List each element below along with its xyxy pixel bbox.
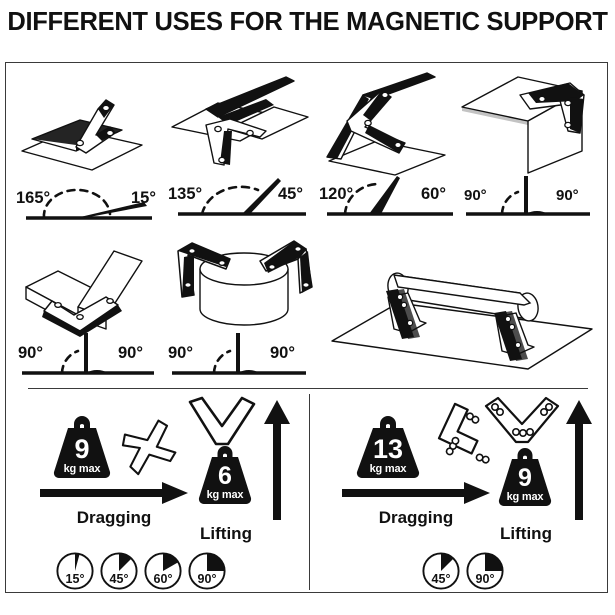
pie-90: [188, 552, 226, 590]
angle-caption-135-45: 135° 45°: [166, 172, 318, 224]
illustration-two-plates-hinged-bracket: [171, 76, 309, 166]
panel-135-45: 135° 45°: [166, 69, 318, 233]
v-bracket-holes-dragging-right: [437, 402, 490, 464]
lifting-arrow-icon: [264, 400, 290, 520]
angle-glyph-90-90: [172, 333, 306, 375]
angle-left-label: 165°: [16, 189, 51, 207]
angle-glyph-90-90: [466, 176, 590, 216]
weight-shape: [356, 416, 420, 479]
weight-icon-dragging-left: 9 kg max: [46, 414, 118, 480]
pie-label: 90°: [197, 572, 217, 586]
angle-glyph-90-90: [22, 333, 154, 375]
angle-right-label: 90°: [556, 187, 579, 204]
pie-label: 45°: [109, 572, 129, 586]
angle-pie-group-left: 15° 45° 60°: [56, 552, 226, 595]
weight-value: 9: [74, 434, 90, 464]
panel-90-90-bars: 90° 90°: [14, 235, 164, 385]
angle-left-label: 90°: [464, 187, 487, 204]
pie-15: [56, 552, 94, 590]
angle-left-label: 90°: [168, 344, 193, 362]
angle-pie-3: 90°: [188, 552, 226, 590]
angle-left-label: 135°: [168, 185, 203, 203]
lifting-arrow-icon: [566, 400, 592, 520]
pie-label: 60°: [153, 572, 173, 586]
page-title: DIFFERENT USES FOR THE MAGNETIC SUPPORT: [7, 8, 608, 36]
dragging-label: Dragging: [378, 508, 454, 527]
angle-right-label: 90°: [270, 344, 295, 362]
angle-right-label: 15°: [131, 189, 156, 207]
dragging-arrow-icon: [342, 482, 490, 504]
weight-unit: kg max: [369, 463, 407, 475]
dragging-label: Dragging: [76, 508, 152, 527]
weight-value: 13: [372, 434, 404, 464]
pie-label: 15°: [65, 572, 85, 586]
angle-caption-165-15: 165° 15°: [14, 176, 164, 228]
capacity-small-support: 9 kg max Dragging 6: [20, 396, 306, 590]
pie-45: [422, 552, 460, 590]
angle-glyph-165-15: [26, 188, 152, 220]
v-bracket-plain-dragging-left: [121, 419, 177, 476]
weight-icon-lifting-left: 6 kg max: [192, 444, 258, 506]
weight-unit: kg max: [206, 489, 244, 501]
weight-icon-dragging-right: 13 kg max: [348, 414, 428, 480]
v-bracket-holes-lifting-right: [484, 396, 560, 444]
capacity-large-support: 13 kg max: [322, 396, 606, 590]
pie-60: [144, 552, 182, 590]
panel-165-15: 165° 15°: [14, 73, 164, 233]
horizontal-divider: [28, 388, 588, 389]
illustration-horizontal-pipe-on-plate-two-supports: [331, 272, 593, 370]
angle-pie-2: 60°: [144, 552, 182, 590]
pie-label: 45°: [431, 572, 451, 586]
weight-unit: kg max: [506, 491, 544, 503]
angle-pie-1: 90°: [466, 552, 504, 590]
angle-glyph-135-45: [178, 178, 306, 216]
angle-caption-90-90-bars: 90° 90°: [14, 331, 164, 383]
lifting-label: Lifting: [200, 524, 252, 543]
panel-90-90-cylinder: 90° 90°: [164, 235, 316, 385]
weight-value: 9: [518, 464, 532, 492]
weight-unit: kg max: [63, 463, 101, 475]
angle-pie-0: 45°: [422, 552, 460, 590]
angle-caption-120-60: 120° 60°: [319, 172, 461, 224]
angle-pie-1: 45°: [100, 552, 138, 590]
pie-90: [466, 552, 504, 590]
illustration-two-square-bars-corner: [25, 250, 143, 337]
pie-45: [100, 552, 138, 590]
illustration-cylinder-held-by-brackets: [177, 240, 313, 326]
illustration-raised-plate-bracket: [326, 72, 446, 176]
illustration-flat-plate-hinged-bracket-shallow: [21, 99, 143, 171]
angle-right-label: 60°: [421, 185, 446, 203]
pie-label: 90°: [475, 572, 495, 586]
angle-caption-90-90-cylinder: 90° 90°: [164, 331, 316, 383]
panel-pipe-on-plate: [324, 241, 602, 381]
angle-left-label: 90°: [18, 344, 43, 362]
dragging-arrow-icon: [40, 482, 188, 504]
lifting-label: Lifting: [500, 524, 552, 543]
angle-left-label: 120°: [319, 185, 354, 203]
panel-120-60: 120° 60°: [319, 69, 461, 233]
angle-pie-0: 15°: [56, 552, 94, 590]
weight-shape: [498, 448, 552, 507]
illustration-perpendicular-plates-bracket: [461, 76, 585, 174]
weight-shape: [198, 446, 252, 505]
angle-right-label: 45°: [278, 185, 303, 203]
panel-90-90-plates: 90° 90°: [458, 69, 598, 233]
angle-caption-90-90-plates: 90° 90°: [458, 172, 598, 224]
angle-pie-group-right: 45° 90°: [422, 552, 504, 595]
angle-right-label: 90°: [118, 344, 143, 362]
diagram-frame: 165° 15°: [5, 62, 608, 593]
v-bracket-plain-lifting-left: [188, 396, 256, 446]
weight-shape: [53, 416, 111, 479]
weight-value: 6: [218, 462, 232, 490]
vertical-divider: [309, 394, 310, 590]
weight-icon-lifting-right: 9 kg max: [492, 446, 558, 508]
angle-glyph-120-60: [327, 176, 453, 216]
